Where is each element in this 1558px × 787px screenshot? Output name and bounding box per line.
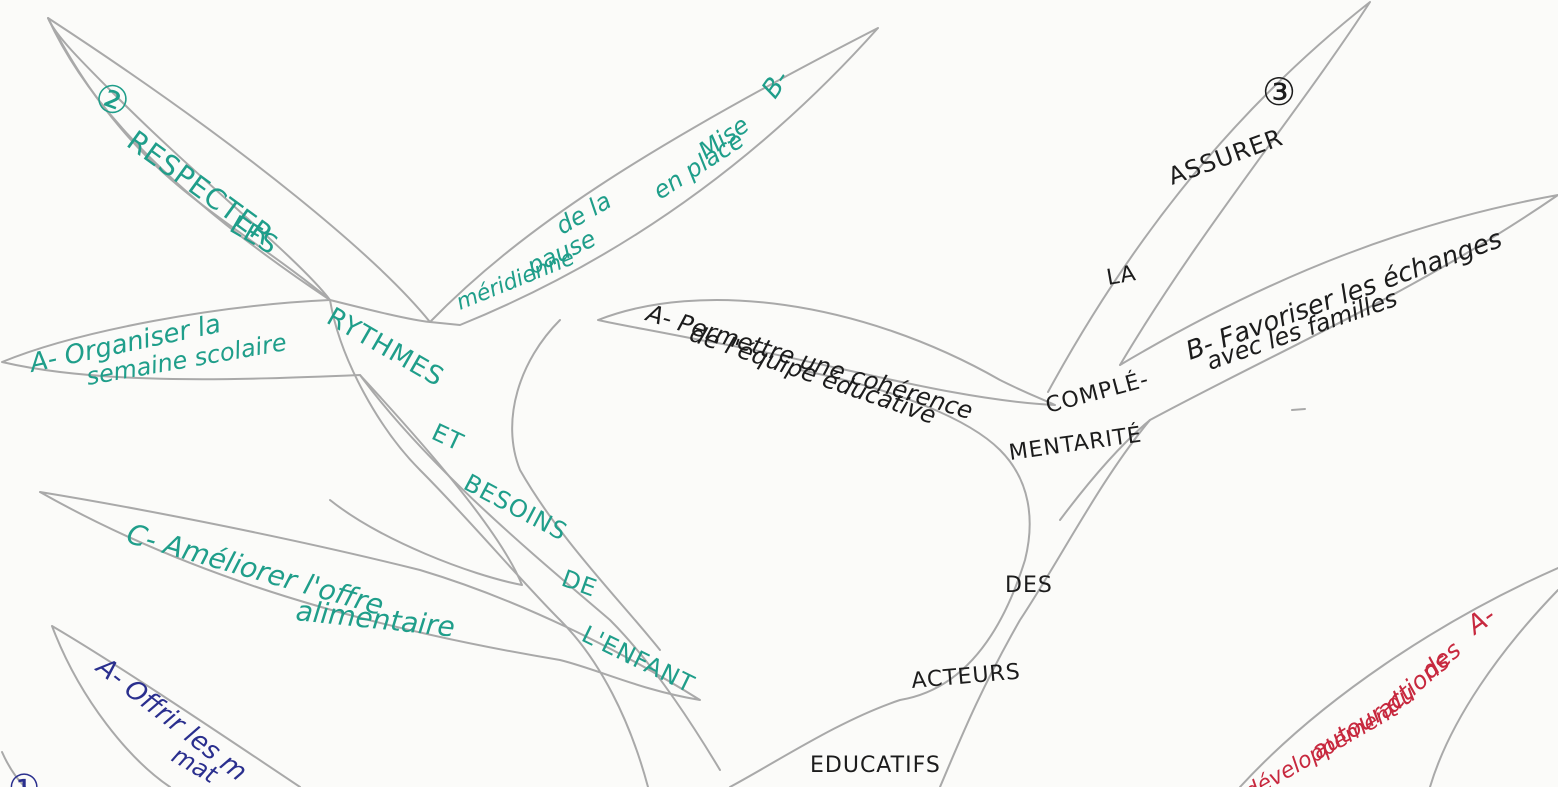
branch-2-word-rythmes: RYTHMES (322, 302, 450, 393)
pencil-dash (1291, 408, 1306, 411)
branch-2-number: ② (89, 73, 136, 126)
branch-1-number: ① (8, 768, 40, 787)
leaf-coherence-outline (597, 299, 1056, 406)
stub-bottom-left-outline (1, 751, 26, 787)
branch-2: ② RESPECTER LES RYTHMES ET BESOINS DE L'… (25, 65, 796, 699)
branch-3-word-la: LA (1105, 261, 1139, 291)
trunk-outline-left (47, 17, 649, 787)
leaf-assurer-outline (1047, 1, 1371, 393)
trunk-right-outline (939, 419, 1151, 787)
branch-2-sub-b-meridienne: méridienne (453, 245, 578, 315)
branch-2-word-lenfant: L'ENFANT (577, 620, 699, 699)
branch-2-sub-b-label: B- (756, 65, 796, 104)
branch-3-word-mentarite: MENTARITÉ (1007, 422, 1144, 466)
branch-3-word-comple: COMPLÉ- (1043, 366, 1152, 419)
branch-red-label: A- (1460, 601, 1501, 642)
branch-3-word-acteurs: ACTEURS (910, 660, 1021, 694)
branch-2-word-et: ET (427, 418, 468, 457)
branch-red-partial: A- des actions autour du développement (1241, 601, 1502, 787)
branch-3-word-educatifs: EDUCATIFS (810, 753, 941, 778)
leaf-alimentaire-outline (39, 491, 701, 701)
leaf-semaine-outline (1, 299, 523, 586)
leaf-respecter-outline (47, 17, 431, 323)
branch-3-number: ③ (1262, 70, 1296, 114)
center-curve-outline (511, 319, 661, 651)
leaf-blue-outline (51, 625, 301, 787)
branch-3-word-assurer: ASSURER (1164, 123, 1286, 190)
branch-2-sub-c-line2: alimentaire (294, 594, 456, 644)
branch-enfant-outline (359, 374, 721, 771)
branch-3: ③ ASSURER LA COMPLÉ- MENTARITÉ DES ACTEU… (641, 70, 1506, 778)
leaf-echanges-outline (1059, 194, 1558, 521)
branch-2-word-besoins: BESOINS (459, 469, 572, 547)
branch-1-partial: ① A- Offrir les m mat (8, 651, 252, 787)
branch-2-word-de: DE (558, 564, 601, 603)
leaf-pause-outline (429, 27, 879, 326)
leaf-red-outline (1239, 567, 1558, 787)
trunk-outline-right (729, 369, 1031, 787)
branch-3-word-des: DES (1005, 573, 1053, 598)
